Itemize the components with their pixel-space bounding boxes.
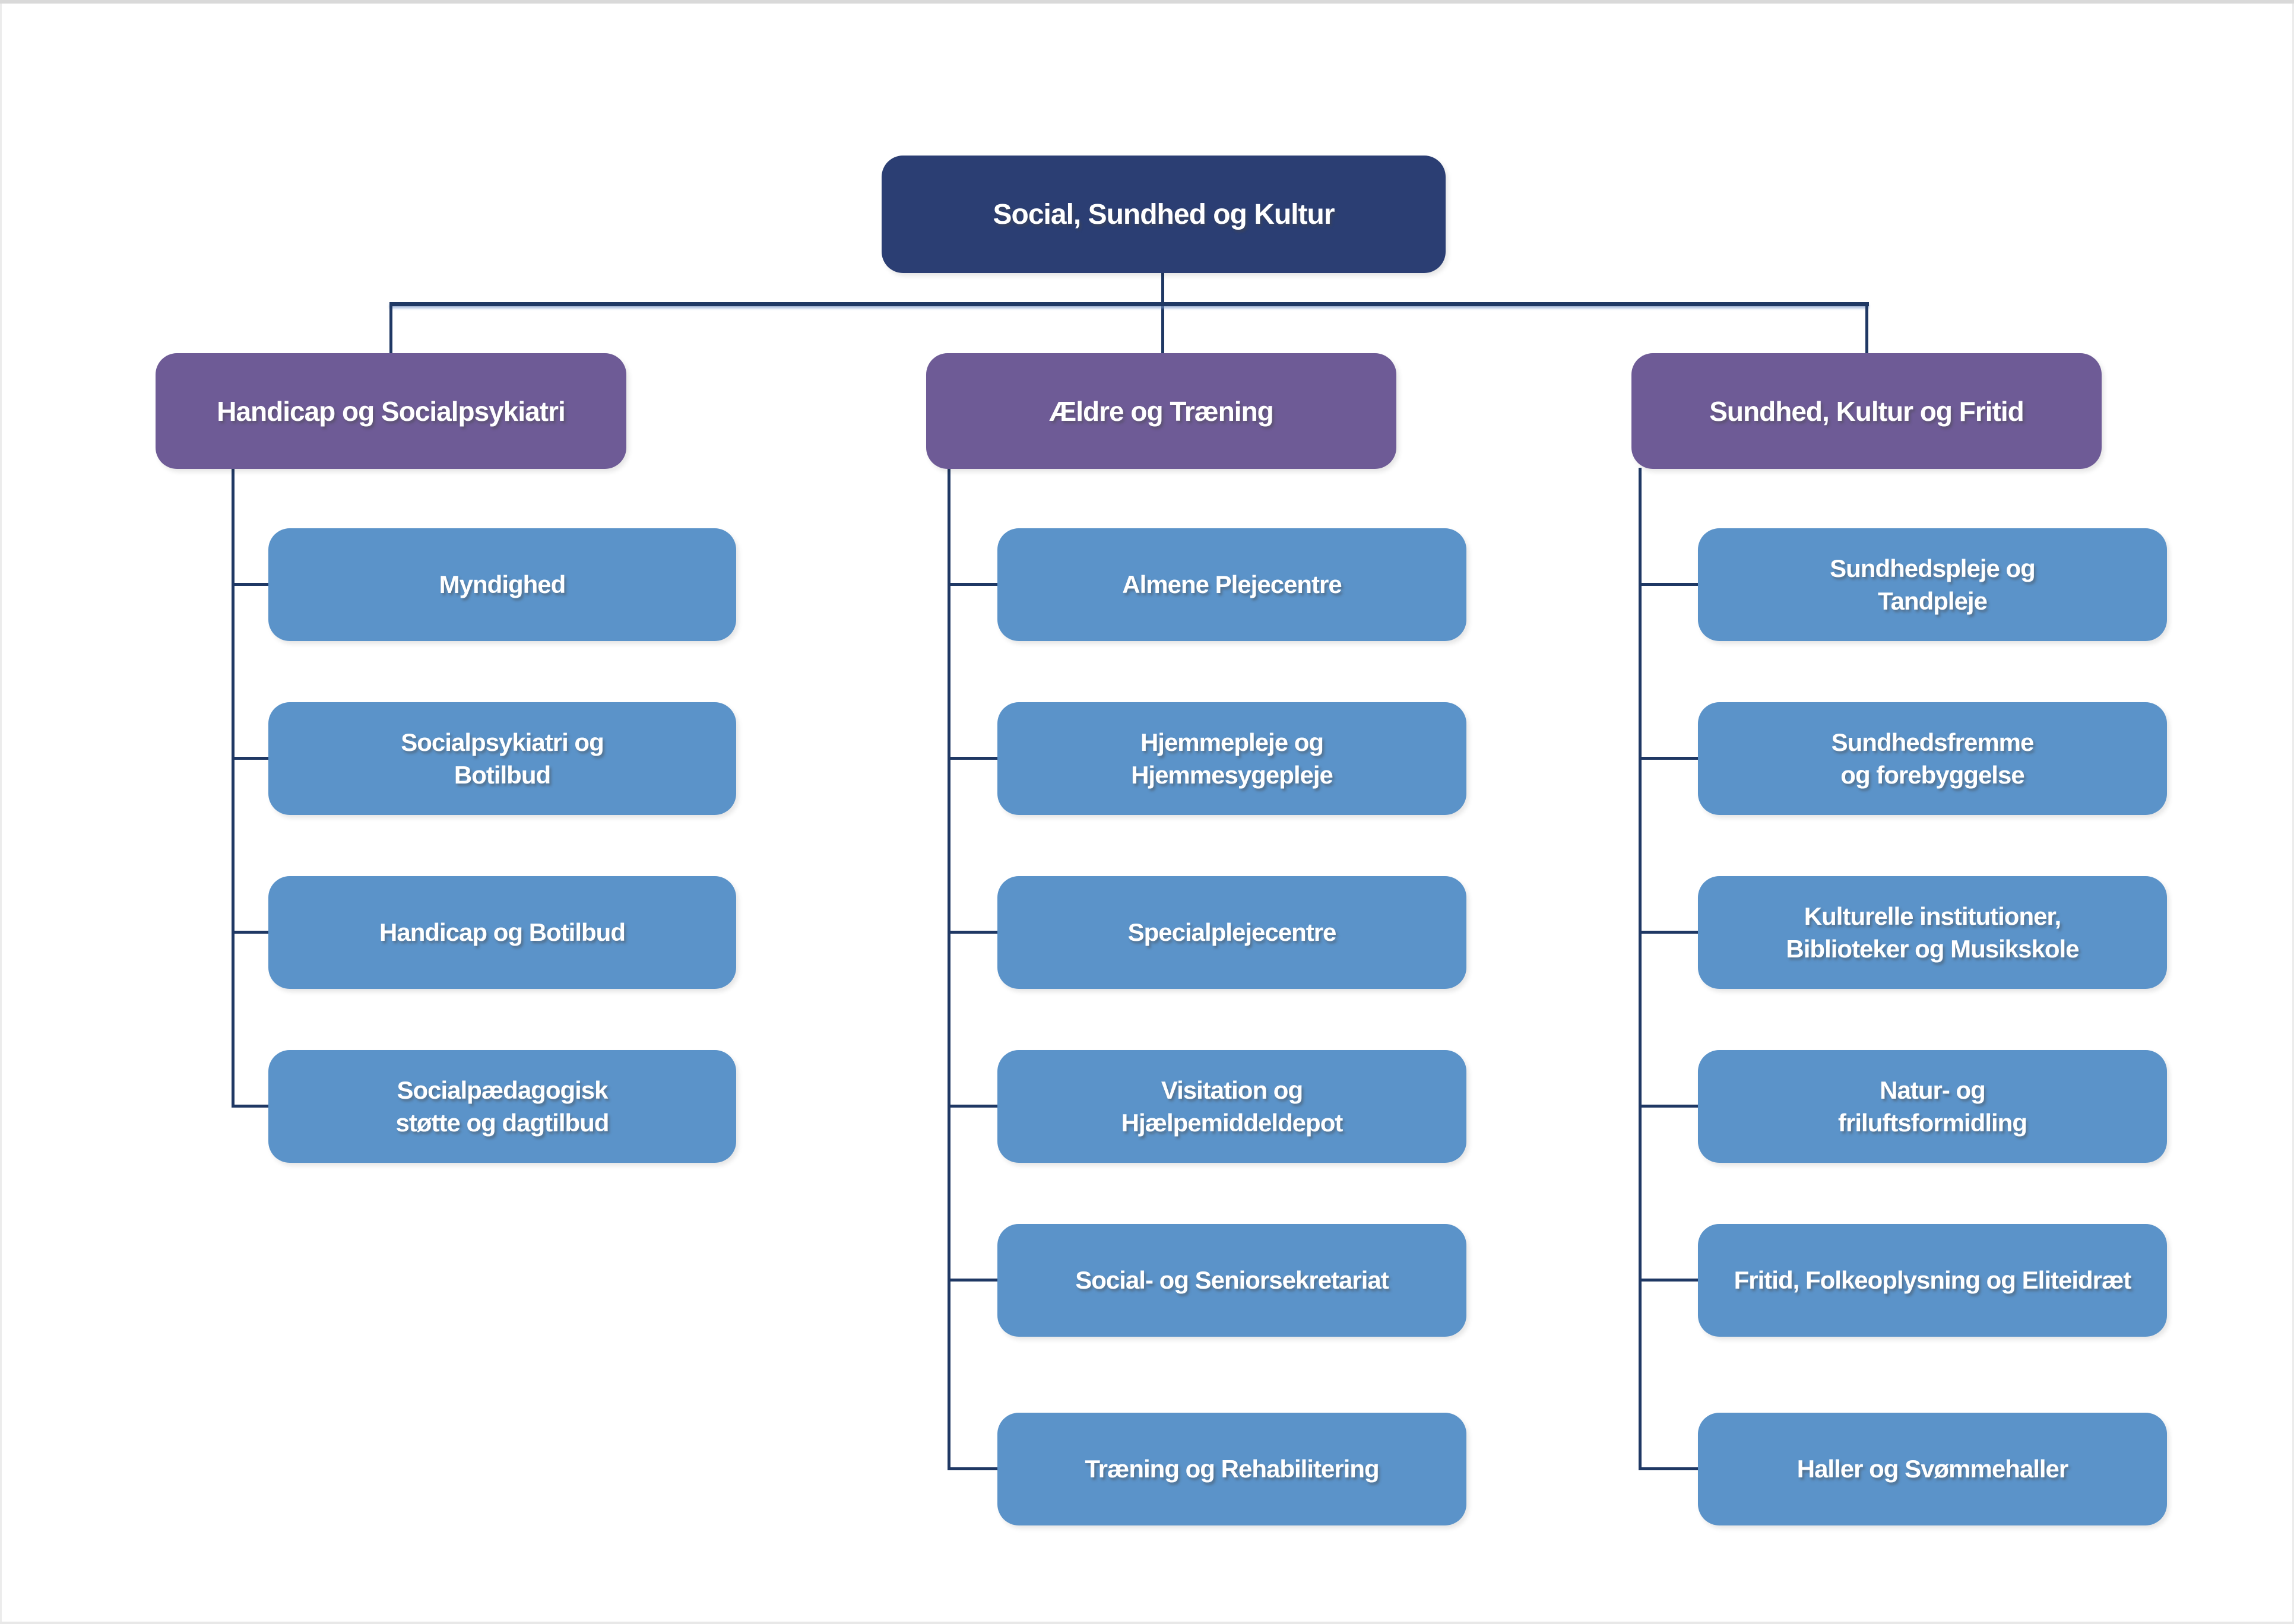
leaf-handicap-og-botilbud: Handicap og Botilbud (268, 876, 736, 989)
branch-aeldre-og-traening: Ældre og Træning (926, 353, 1396, 469)
connector-trunk-branch-2 (948, 468, 950, 1470)
connector-stub-b3-r3 (1639, 931, 1698, 934)
connector-stub-b2-r1 (948, 583, 997, 586)
connector-stub-b1-r3 (232, 931, 268, 934)
branch-sundhed-kultur-og-fritid: Sundhed, Kultur og Fritid (1631, 353, 2102, 469)
leaf-sundhedspleje-og-tandpleje: Sundhedspleje og Tandpleje (1698, 528, 2167, 641)
leaf-traening-og-rehabilitering: Træning og Rehabilitering (997, 1413, 1466, 1525)
connector-drop-right (1865, 304, 1868, 354)
connector-stub-b2-r3 (948, 931, 997, 934)
leaf-visitation-og-hjaelpemiddeldepot: Visitation og Hjælpemiddeldepot (997, 1050, 1466, 1163)
connector-stub-b2-r4 (948, 1105, 997, 1108)
page-edge-bottom (0, 1622, 2294, 1624)
page-edge-top (0, 0, 2294, 4)
page-edge-left (0, 4, 2, 1624)
connector-stub-b1-r4 (232, 1105, 268, 1108)
connector-main-horizontal (389, 302, 1869, 306)
connector-root-drop (1161, 273, 1164, 354)
connector-drop-left (389, 304, 392, 354)
leaf-fritid-folkeoplysning-og-eliteidraet: Fritid, Folkeoplysning og Eliteidræt (1698, 1224, 2167, 1337)
connector-stub-b3-r6 (1639, 1467, 1698, 1470)
leaf-sundhedsfremme-og-forebyggelse: Sundhedsfremme og forebyggelse (1698, 702, 2167, 815)
page-edge-right (2292, 4, 2294, 1624)
connector-trunk-branch-1 (232, 468, 235, 1108)
leaf-almene-plejecentre: Almene Plejecentre (997, 528, 1466, 641)
connector-stub-b3-r5 (1639, 1279, 1698, 1282)
connector-stub-b3-r2 (1639, 757, 1698, 760)
leaf-natur-og-friluftsformidling: Natur- og friluftsformidling (1698, 1050, 2167, 1163)
branch-handicap-og-socialpsykiatri: Handicap og Socialpsykiatri (156, 353, 626, 469)
connector-stub-b1-r2 (232, 757, 268, 760)
leaf-social-og-seniorsekretariat: Social- og Seniorsekretariat (997, 1224, 1466, 1337)
leaf-socialpaedagogisk-stoette-og-dagtilbud: Socialpædagogisk støtte og dagtilbud (268, 1050, 736, 1163)
connector-stub-b2-r6 (948, 1467, 997, 1470)
leaf-hjemmepleje-og-hjemmesygepleje: Hjemmepleje og Hjemmesygepleje (997, 702, 1466, 815)
connector-stub-b3-r4 (1639, 1105, 1698, 1108)
connector-stub-b2-r2 (948, 757, 997, 760)
connector-trunk-branch-3 (1639, 468, 1642, 1470)
leaf-myndighed: Myndighed (268, 528, 736, 641)
connector-stub-b1-r1 (232, 583, 268, 586)
connector-stub-b2-r5 (948, 1279, 997, 1282)
leaf-socialpsykiatri-og-botilbud: Socialpsykiatri og Botilbud (268, 702, 736, 815)
leaf-haller-og-svoemmehaller: Haller og Svømmehaller (1698, 1413, 2167, 1525)
connector-stub-b3-r1 (1639, 583, 1698, 586)
leaf-kulturelle-institutioner-biblioteker-og-musikskole: Kulturelle institutioner, Biblioteker og… (1698, 876, 2167, 989)
leaf-specialplejecentre: Specialplejecentre (997, 876, 1466, 989)
root-social-sundhed-og-kultur: Social, Sundhed og Kultur (882, 156, 1446, 273)
